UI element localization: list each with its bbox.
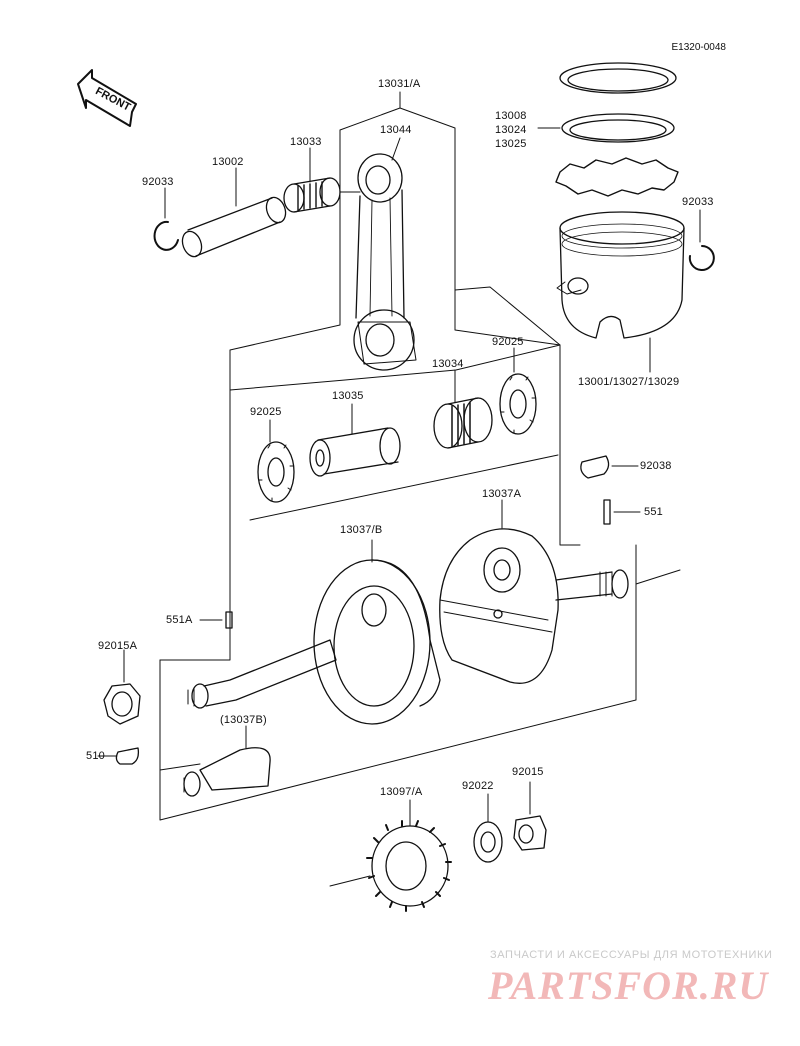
thrust-washer-right bbox=[499, 347, 537, 435]
label-510: 510 bbox=[86, 750, 105, 762]
thrust-washer-left bbox=[257, 419, 295, 503]
label-13001: 13001/13027/13029 bbox=[578, 376, 680, 388]
conrod-assembly-outline bbox=[159, 91, 581, 661]
crankshaft-lower-outline bbox=[159, 544, 681, 821]
piston bbox=[556, 211, 685, 373]
label-13037A: 13037A bbox=[482, 488, 522, 500]
nut-92015 bbox=[513, 781, 547, 851]
label-92025-right: 92025 bbox=[492, 336, 524, 348]
circlip-right bbox=[688, 209, 715, 271]
crank-half-right bbox=[439, 499, 629, 684]
label-92033-left: 92033 bbox=[142, 176, 174, 188]
piston-rings bbox=[537, 62, 679, 197]
crank-end-alternate bbox=[183, 725, 271, 797]
label-92033-right: 92033 bbox=[682, 196, 714, 208]
label-13035: 13035 bbox=[332, 390, 364, 402]
label-13034: 13034 bbox=[432, 358, 464, 370]
washer-92022 bbox=[473, 793, 503, 863]
label-92015: 92015 bbox=[512, 766, 544, 778]
piston-pin bbox=[181, 167, 287, 258]
crank-pin bbox=[309, 403, 401, 477]
pin-551 bbox=[603, 499, 641, 525]
label-92022: 92022 bbox=[462, 780, 494, 792]
label-13024: 13024 bbox=[495, 124, 527, 136]
label-92038: 92038 bbox=[640, 460, 672, 472]
label-551: 551 bbox=[644, 506, 663, 518]
label-13037B-alternate: (13037B) bbox=[220, 714, 267, 726]
label-13002: 13002 bbox=[212, 156, 244, 168]
front-arrow: FRONT bbox=[77, 69, 137, 127]
crankpin-group-outline bbox=[229, 344, 561, 521]
connecting-rod bbox=[353, 137, 417, 371]
label-13031A: 13031/A bbox=[378, 78, 421, 90]
label-92025-left: 92025 bbox=[250, 406, 282, 418]
watermark-tagline: ЗАПЧАСТИ И АКСЕССУАРЫ ДЛЯ МОТОТЕХНИКИ bbox=[490, 949, 773, 961]
label-13097A: 13097/A bbox=[380, 786, 423, 798]
big-end-bearing bbox=[433, 369, 493, 449]
woodruff-key-510 bbox=[97, 747, 140, 765]
label-551A: 551A bbox=[166, 614, 193, 626]
label-13008: 13008 bbox=[495, 110, 527, 122]
label-13033: 13033 bbox=[290, 136, 322, 148]
crank-half-left bbox=[187, 539, 441, 725]
small-end-bearing bbox=[283, 147, 361, 213]
drive-gear bbox=[329, 799, 452, 912]
label-13037B: 13037/B bbox=[340, 524, 383, 536]
woodruff-key-right bbox=[580, 455, 639, 479]
nut-92015A bbox=[103, 649, 141, 725]
label-92015A: 92015A bbox=[98, 640, 138, 652]
circlip-left bbox=[153, 187, 179, 251]
watermark-brand: PARTSFOR.RU bbox=[488, 963, 769, 1008]
label-13044: 13044 bbox=[380, 124, 412, 136]
diagram-code: E1320-0048 bbox=[671, 42, 727, 53]
label-13025: 13025 bbox=[495, 138, 527, 150]
pin-551A bbox=[199, 611, 233, 629]
